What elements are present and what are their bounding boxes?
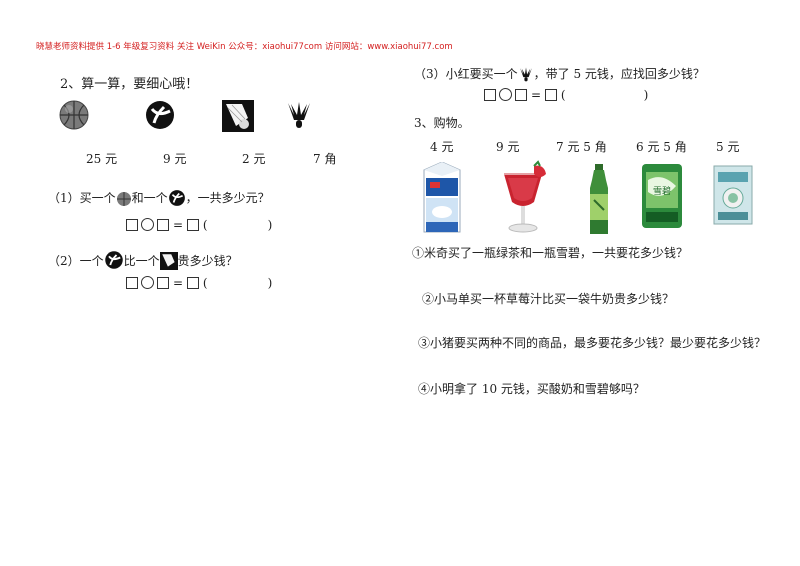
price-strawberry-juice: 9 元 bbox=[496, 140, 520, 154]
price-shuttlecock: 2 元 bbox=[242, 152, 266, 166]
operator-circle[interactable] bbox=[499, 88, 512, 101]
volleyball-icon bbox=[168, 190, 185, 206]
shopping-question-3: ③小猪要买两种不同的商品，最多要花多少钱？最少要花多少钱？ bbox=[418, 336, 767, 350]
shopping-question-2: ②小马单买一杯草莓汁比买一袋牛奶贵多少钱？ bbox=[422, 292, 675, 306]
price-shuttlecock-black: 7 角 bbox=[313, 152, 337, 166]
shuttlecock-icon bbox=[159, 252, 178, 270]
volleyball-icon bbox=[104, 251, 123, 269]
answer-box[interactable] bbox=[545, 89, 558, 101]
shuttlecock-icon bbox=[222, 100, 254, 132]
shopping-question-4: ④小明拿了 10 元钱，买酸奶和雪碧够吗？ bbox=[418, 382, 645, 396]
price-milk: 5 元 bbox=[716, 140, 740, 154]
page-header-banner: 晓慧老师资料提供 1-6 年级复习资料 关注 WeiKin 公众号：xiaohu… bbox=[36, 42, 453, 52]
answer-box[interactable] bbox=[515, 89, 527, 101]
answer-box[interactable] bbox=[187, 219, 200, 231]
shopping-question-1: ①米奇买了一瓶绿茶和一瓶雪碧，一共要花多少钱？ bbox=[412, 246, 689, 260]
price-volleyball: 9 元 bbox=[163, 152, 187, 166]
answer-box[interactable] bbox=[157, 277, 169, 289]
yogurt-carton-icon bbox=[423, 162, 461, 233]
volleyball-icon bbox=[146, 101, 174, 129]
operator-circle[interactable] bbox=[141, 276, 154, 289]
price-basketball: 25 元 bbox=[86, 152, 118, 166]
section-2-title: 2、算一算，要细心哦！ bbox=[60, 77, 199, 92]
answer-box[interactable] bbox=[157, 219, 169, 231]
answer-box[interactable] bbox=[126, 277, 138, 289]
shuttlecock-black-icon bbox=[288, 102, 310, 128]
answer-box[interactable] bbox=[126, 219, 138, 231]
sprite-bottle-icon: 雪碧 bbox=[642, 164, 682, 228]
basketball-icon bbox=[116, 192, 131, 206]
svg-text:雪碧: 雪碧 bbox=[653, 185, 671, 197]
basketball-icon bbox=[59, 100, 89, 130]
equation-row-2-3: = () bbox=[484, 88, 648, 102]
answer-box[interactable] bbox=[187, 277, 200, 289]
shuttlecock-black-icon bbox=[519, 67, 532, 82]
question-2-1: （1）买一个和一个，一共多少元？ bbox=[48, 190, 270, 206]
price-yogurt: 4 元 bbox=[430, 140, 454, 154]
price-sprite: 6 元 5 角 bbox=[636, 140, 687, 154]
green-tea-bottle-icon bbox=[590, 164, 608, 234]
section-3-title: 3、购物。 bbox=[414, 116, 470, 130]
question-2-3: （3）小红要买一个，带了 5 元钱，应找回多少钱？ bbox=[414, 67, 705, 82]
operator-circle[interactable] bbox=[141, 218, 154, 231]
strawberry-juice-icon bbox=[504, 160, 546, 233]
answer-box[interactable] bbox=[484, 89, 496, 101]
equation-row-2-1: = () bbox=[126, 218, 272, 232]
question-2-2: （2）一个比一个贵多少钱？ bbox=[48, 250, 238, 270]
price-green-tea: 7 元 5 角 bbox=[556, 140, 607, 154]
milk-bag-icon bbox=[713, 165, 753, 225]
equation-row-2-2: = () bbox=[126, 276, 272, 290]
